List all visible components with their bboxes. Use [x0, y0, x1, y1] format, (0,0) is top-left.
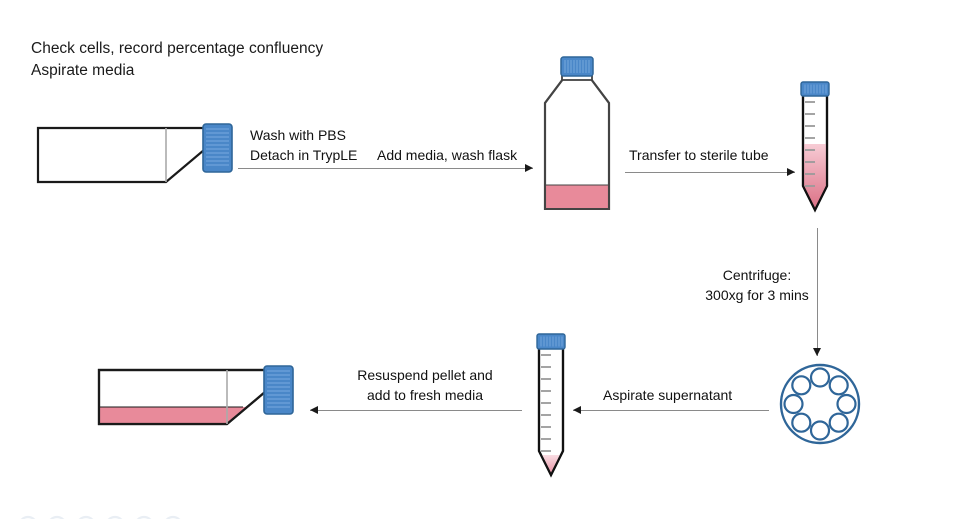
- step-aspirate-supernatant-label: Aspirate supernatant: [603, 387, 733, 403]
- step-wash-line-2: Detach in TrypLE: [250, 147, 358, 163]
- header-line-1: Check cells, record percentage confluenc…: [31, 40, 324, 57]
- flask-cap-icon: [202, 123, 234, 173]
- centrifuge-rotor: [778, 362, 862, 446]
- partial-centrifuge-rotor-decoration: [14, 500, 184, 519]
- arrow-centrifuge-down: [813, 228, 822, 356]
- flask-cap-icon: [263, 365, 295, 415]
- arrow-resuspend-to-flask: [310, 406, 522, 415]
- flask-cap-icon: [560, 56, 594, 78]
- step-centrifuge-line-1: Centrifuge:: [722, 267, 792, 283]
- tube-cap-icon: [800, 81, 830, 98]
- culture-flask-upright: [527, 56, 627, 213]
- step-resuspend-line-2: add to fresh media: [367, 387, 483, 403]
- step-transfer-label: Transfer to sterile tube: [629, 147, 769, 163]
- header-line-2: Aspirate media: [31, 62, 135, 79]
- step-wash-line-1: Wash with PBS: [250, 127, 346, 143]
- arrow-aspirate-supernatant: [573, 406, 769, 415]
- arrow-wash-to-upright-flask: [238, 164, 533, 173]
- culture-flask-horizontal-empty: [36, 120, 236, 190]
- step-add-media-label: Add media, wash flask: [377, 147, 518, 163]
- step-resuspend-line-1: Resuspend pellet and: [357, 367, 493, 383]
- centrifuge-tube-pellet: [528, 333, 574, 483]
- centrifuge-tube-filled: [793, 81, 837, 218]
- step-centrifuge-line-2: 300xg for 3 mins: [705, 287, 809, 303]
- culture-flask-horizontal-seeded: [97, 362, 297, 434]
- arrow-transfer-to-tube: [625, 168, 795, 177]
- tube-cap-icon: [536, 333, 566, 351]
